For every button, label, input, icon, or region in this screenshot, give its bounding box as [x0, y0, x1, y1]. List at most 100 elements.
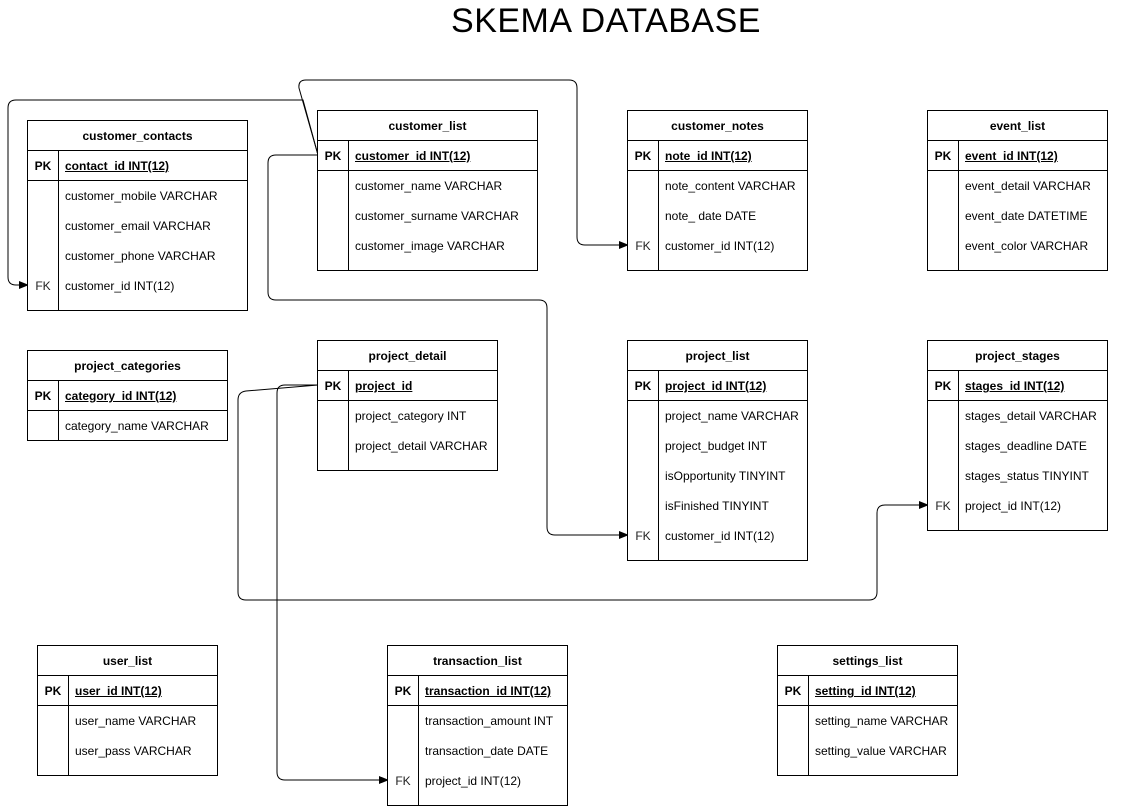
key-column-divider	[58, 151, 59, 310]
key-marker	[628, 201, 658, 231]
key-marker	[928, 201, 958, 231]
field-name: stages_detail VARCHAR	[965, 409, 1097, 423]
attribute-row: note_content VARCHAR	[628, 171, 807, 201]
field-name: project_detail VARCHAR	[355, 439, 488, 453]
entity-name: project_detail	[318, 341, 497, 371]
field-name: isFinished TINYINT	[665, 499, 769, 513]
attribute-row: customer_name VARCHAR	[318, 171, 537, 201]
key-marker	[28, 411, 58, 441]
field-name: transaction_date DATE	[425, 744, 549, 758]
field-name: customer_surname VARCHAR	[355, 209, 519, 223]
field-name: note_id INT(12)	[665, 149, 752, 163]
field-name: project_id INT(12)	[965, 499, 1062, 513]
key-marker	[318, 201, 348, 231]
key-marker	[928, 431, 958, 461]
field-name: note_ date DATE	[665, 209, 757, 223]
key-marker: PK	[34, 389, 52, 403]
key-marker: PK	[34, 159, 52, 173]
field-name: setting_id INT(12)	[815, 684, 916, 698]
key-marker	[318, 401, 348, 431]
field-name: user_pass VARCHAR	[75, 744, 192, 758]
key-marker	[928, 231, 958, 261]
key-column-divider	[348, 141, 349, 270]
field-name: customer_image VARCHAR	[355, 239, 505, 253]
key-marker	[628, 431, 658, 461]
attribute-row: user_pass VARCHAR	[38, 736, 217, 766]
field-name: customer_id INT(12)	[355, 149, 471, 163]
key-marker	[38, 736, 68, 766]
field-name: category_id INT(12)	[65, 389, 177, 403]
key-marker: PK	[934, 149, 952, 163]
diagram-title: SKEMA DATABASE	[451, 2, 761, 40]
key-column-divider	[348, 371, 349, 470]
attribute-row: user_name VARCHAR	[38, 706, 217, 736]
key-marker	[628, 461, 658, 491]
key-marker: PK	[394, 684, 412, 698]
field-name: event_date DATETIME	[965, 209, 1088, 223]
attribute-row: transaction_date DATE	[388, 736, 567, 766]
key-column-divider	[958, 371, 959, 530]
attribute-row: isFinished TINYINT	[628, 491, 807, 521]
key-marker	[778, 706, 808, 736]
primary-key-row: PK category_id INT(12)	[28, 381, 227, 411]
key-marker	[388, 736, 418, 766]
key-marker	[28, 181, 58, 211]
key-marker: FK	[35, 279, 51, 293]
attribute-row: FK project_id INT(12)	[388, 766, 567, 796]
key-column-divider	[808, 676, 809, 775]
attribute-row: project_name VARCHAR	[628, 401, 807, 431]
attribute-row: stages_status TINYINT	[928, 461, 1107, 491]
attribute-row: event_detail VARCHAR	[928, 171, 1107, 201]
entity-name: settings_list	[778, 646, 957, 676]
attribute-row: customer_email VARCHAR	[28, 211, 247, 241]
field-name: project_category INT	[355, 409, 467, 423]
entity-name: project_list	[628, 341, 807, 371]
field-name: user_name VARCHAR	[75, 714, 197, 728]
field-name: stages_id INT(12)	[965, 379, 1065, 393]
field-name: project_id INT(12)	[425, 774, 522, 788]
attribute-row: setting_name VARCHAR	[778, 706, 957, 736]
entity-name: customer_list	[318, 111, 537, 141]
key-marker: FK	[635, 529, 651, 543]
key-marker	[928, 461, 958, 491]
key-marker: PK	[324, 379, 342, 393]
key-marker	[28, 211, 58, 241]
key-marker: FK	[395, 774, 411, 788]
attribute-row: project_category INT	[318, 401, 497, 431]
entity-name: event_list	[928, 111, 1107, 141]
key-marker	[38, 706, 68, 736]
field-name: event_color VARCHAR	[965, 239, 1089, 253]
attribute-row: event_color VARCHAR	[928, 231, 1107, 261]
field-name: transaction_amount INT	[425, 714, 554, 728]
field-name: event_detail VARCHAR	[965, 179, 1091, 193]
key-marker	[778, 736, 808, 766]
field-name: customer_email VARCHAR	[65, 219, 211, 233]
attribute-row: transaction_amount INT	[388, 706, 567, 736]
key-marker: PK	[44, 684, 62, 698]
attribute-row: isOpportunity TINYINT	[628, 461, 807, 491]
attribute-row: customer_phone VARCHAR	[28, 241, 247, 271]
field-name: isOpportunity TINYINT	[665, 469, 786, 483]
